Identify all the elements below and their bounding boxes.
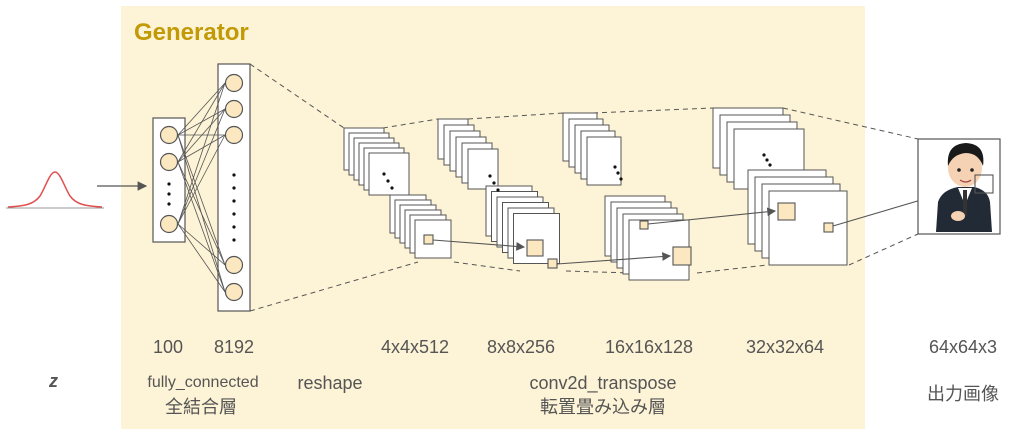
ellipsis-dot xyxy=(492,181,496,185)
ellipsis-dot xyxy=(619,177,623,181)
ellipsis-dot xyxy=(613,165,617,169)
fc-connection-line xyxy=(177,82,226,225)
conv4-size-label: 32x32x64 xyxy=(745,337,825,357)
ellipsis-dot xyxy=(765,158,769,162)
conv-layer-label-ja: 転置畳み込み層 xyxy=(540,397,666,417)
ellipsis-dots xyxy=(232,173,236,242)
input-node xyxy=(159,152,179,172)
fc-layer-label-en: fully_connected xyxy=(147,374,259,391)
output-node xyxy=(224,73,244,93)
feature-map-group xyxy=(712,107,848,266)
ellipsis-dot xyxy=(386,179,390,183)
patch xyxy=(547,258,558,269)
fc-connections xyxy=(177,82,226,293)
output-node xyxy=(224,99,244,119)
reshape-label: reshape xyxy=(297,373,363,393)
patch xyxy=(423,234,434,245)
z-input-label: z xyxy=(49,371,58,391)
conv-layer-label-en: conv2d_transpose xyxy=(529,373,677,393)
ellipsis-dot xyxy=(382,172,386,176)
ellipsis-dot xyxy=(616,171,620,175)
ellipsis-dot xyxy=(390,186,394,190)
feature-map xyxy=(368,152,410,196)
conv1-size-label: 4x4x512 xyxy=(380,337,450,357)
ellipsis-dots xyxy=(167,182,171,206)
normal-distribution-curve-icon xyxy=(6,171,104,209)
fc-input-size-label: 100 xyxy=(152,337,184,357)
feature-map-group xyxy=(562,112,690,281)
fc-connection-line xyxy=(177,108,226,163)
ellipsis-dot xyxy=(762,153,766,157)
fc-connection-line xyxy=(177,223,226,266)
input-node xyxy=(159,125,179,145)
fc-layer-label-ja: 全結合層 xyxy=(165,397,237,417)
fc-connection-line xyxy=(177,108,226,225)
fc-connection-line xyxy=(177,161,226,293)
conv3-size-label: 16x16x128 xyxy=(604,337,694,357)
fc-connection-line xyxy=(177,223,226,293)
output-node xyxy=(224,255,244,275)
patch xyxy=(823,222,834,233)
ellipsis-dot xyxy=(768,163,772,167)
output-image-label-ja: 出力画像 xyxy=(927,384,999,404)
dashed-projection-lines xyxy=(249,63,919,312)
fc-connection-line xyxy=(177,82,226,163)
fc-connection-line xyxy=(177,134,226,225)
feature-patches xyxy=(423,202,834,269)
patch xyxy=(639,220,649,230)
feature-map xyxy=(768,190,848,266)
input-node xyxy=(159,214,179,234)
output-node xyxy=(224,125,244,145)
output-size-label: 64x64x3 xyxy=(928,337,998,357)
fc-connection-line xyxy=(177,134,226,266)
generator-title: Generator xyxy=(134,19,249,46)
patch xyxy=(672,246,692,266)
upsample-arrows xyxy=(432,181,977,265)
ellipsis-dot xyxy=(496,188,500,192)
ellipsis-dot xyxy=(488,174,492,178)
fc-connection-line xyxy=(177,134,226,163)
feature-map xyxy=(586,136,622,186)
feature-map-group xyxy=(437,118,560,264)
person-portrait-icon xyxy=(917,138,1001,235)
patch xyxy=(526,239,544,257)
fc-connection-line xyxy=(177,161,226,266)
fc-connection-line xyxy=(177,82,226,136)
output-node xyxy=(224,282,244,302)
conv2-size-label: 8x8x256 xyxy=(486,337,556,357)
feature-map-stacks xyxy=(343,107,848,281)
fc-output-size-label: 8192 xyxy=(213,337,255,357)
patch xyxy=(777,202,796,221)
